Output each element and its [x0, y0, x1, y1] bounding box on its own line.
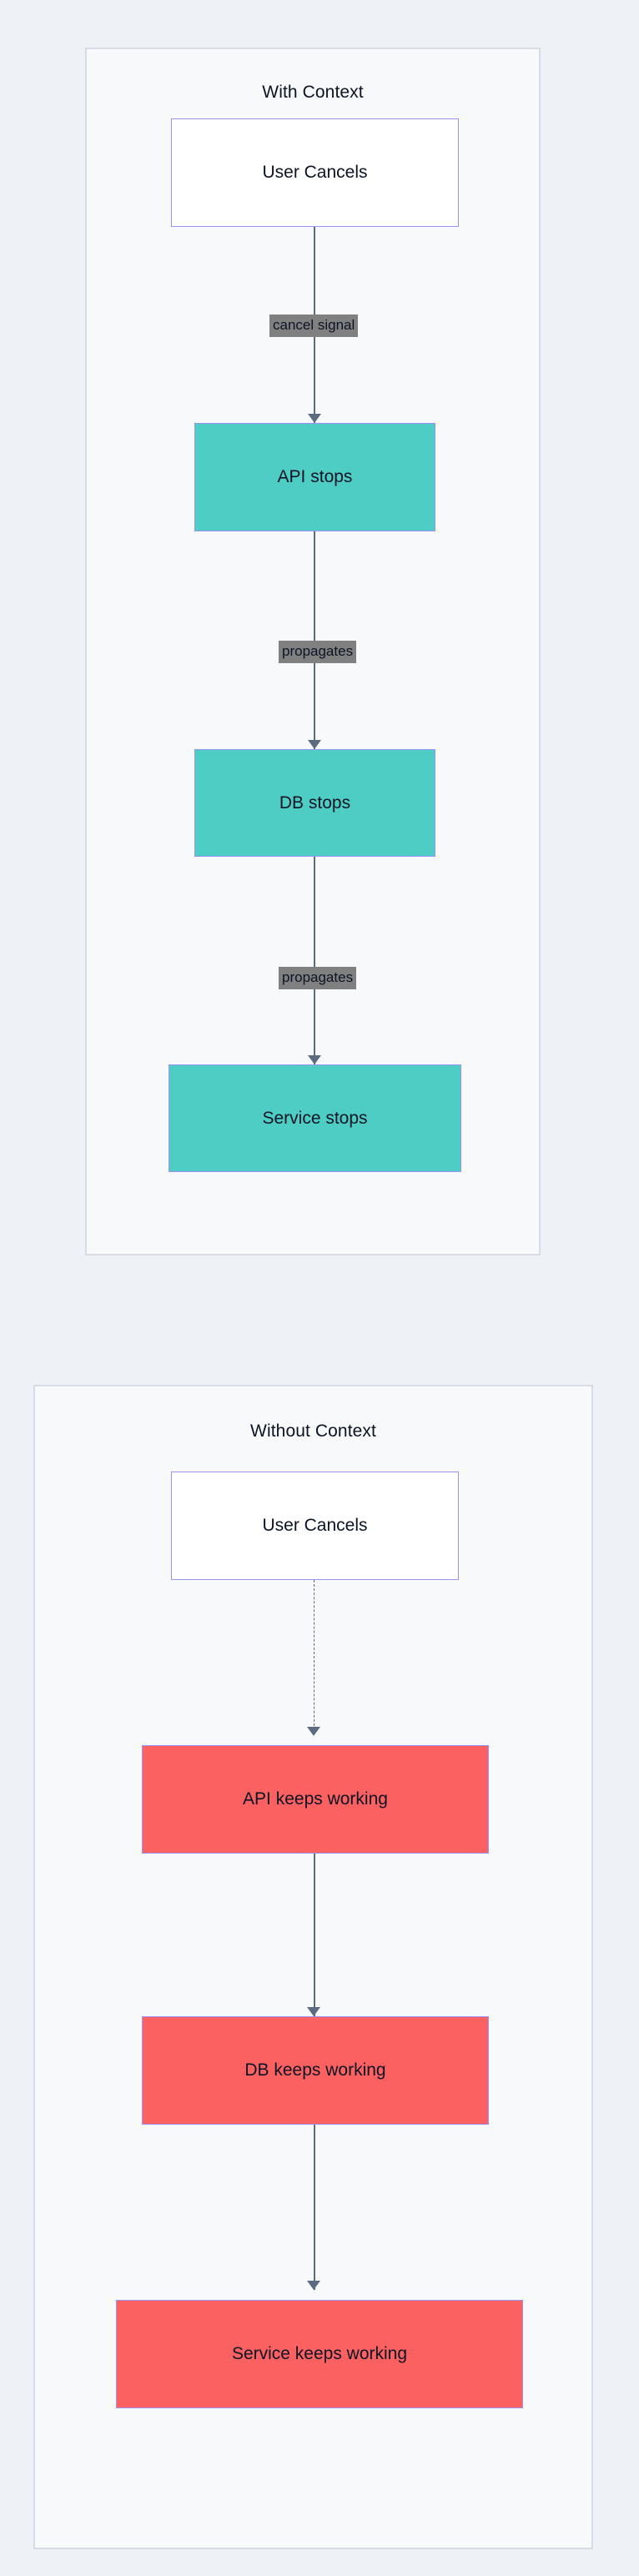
edge-arrow-db-stops-to-service-stops — [308, 1055, 321, 1064]
edge-label-propagates-api-to-db: propagates — [279, 641, 357, 663]
node-service-stops[interactable]: Service stops — [169, 1064, 461, 1172]
edge-label-cancel-signal: cancel signal — [269, 314, 359, 337]
node-label: User Cancels — [262, 163, 368, 182]
edge-line-api-to-db-keeps-working — [314, 1852, 315, 2019]
diagram-with-context: With Context cancel signal propagates pr… — [85, 48, 541, 1255]
node-label: User Cancels — [262, 1516, 368, 1535]
node-label: DB stops — [279, 792, 351, 813]
node-service-keeps-working[interactable]: Service keeps working — [116, 2300, 523, 2408]
node-api-stops[interactable]: API stops — [194, 423, 435, 531]
node-label: Service stops — [262, 1108, 368, 1128]
node-user-cancels-without-context[interactable]: User Cancels — [171, 1472, 459, 1580]
node-label: DB keeps working — [244, 2060, 386, 2080]
diagram-title-with-context: With Context — [262, 83, 364, 102]
edge-line-db-to-service-keeps-working — [314, 2123, 315, 2290]
edge-arrow-user-cancels-to-api-keeps-working — [307, 1727, 320, 1736]
node-db-keeps-working[interactable]: DB keeps working — [142, 2016, 489, 2125]
diagram-without-context: Without Context User Cancels API keeps w… — [33, 1385, 593, 2549]
node-label: Service keeps working — [231, 2344, 408, 2363]
node-api-keeps-working[interactable]: API keeps working — [142, 1745, 489, 1854]
edge-arrow-user-cancels-to-api-stops — [308, 414, 321, 423]
node-label: API keeps working — [243, 1789, 388, 1809]
node-label: API stops — [277, 467, 353, 486]
edge-line-db-stops-to-service-stops — [314, 857, 315, 1072]
edge-line-api-stops-to-db-stops — [314, 531, 315, 749]
edge-arrow-db-to-service-keeps-working — [307, 2281, 320, 2290]
node-db-stops[interactable]: DB stops — [194, 749, 435, 857]
edge-arrow-api-to-db-keeps-working — [307, 2007, 320, 2016]
node-user-cancels-with-context[interactable]: User Cancels — [171, 118, 459, 227]
edge-arrow-api-stops-to-db-stops — [308, 740, 321, 749]
edge-label-propagates-db-to-service: propagates — [279, 967, 357, 989]
diagram-title-without-context: Without Context — [250, 1421, 376, 1441]
